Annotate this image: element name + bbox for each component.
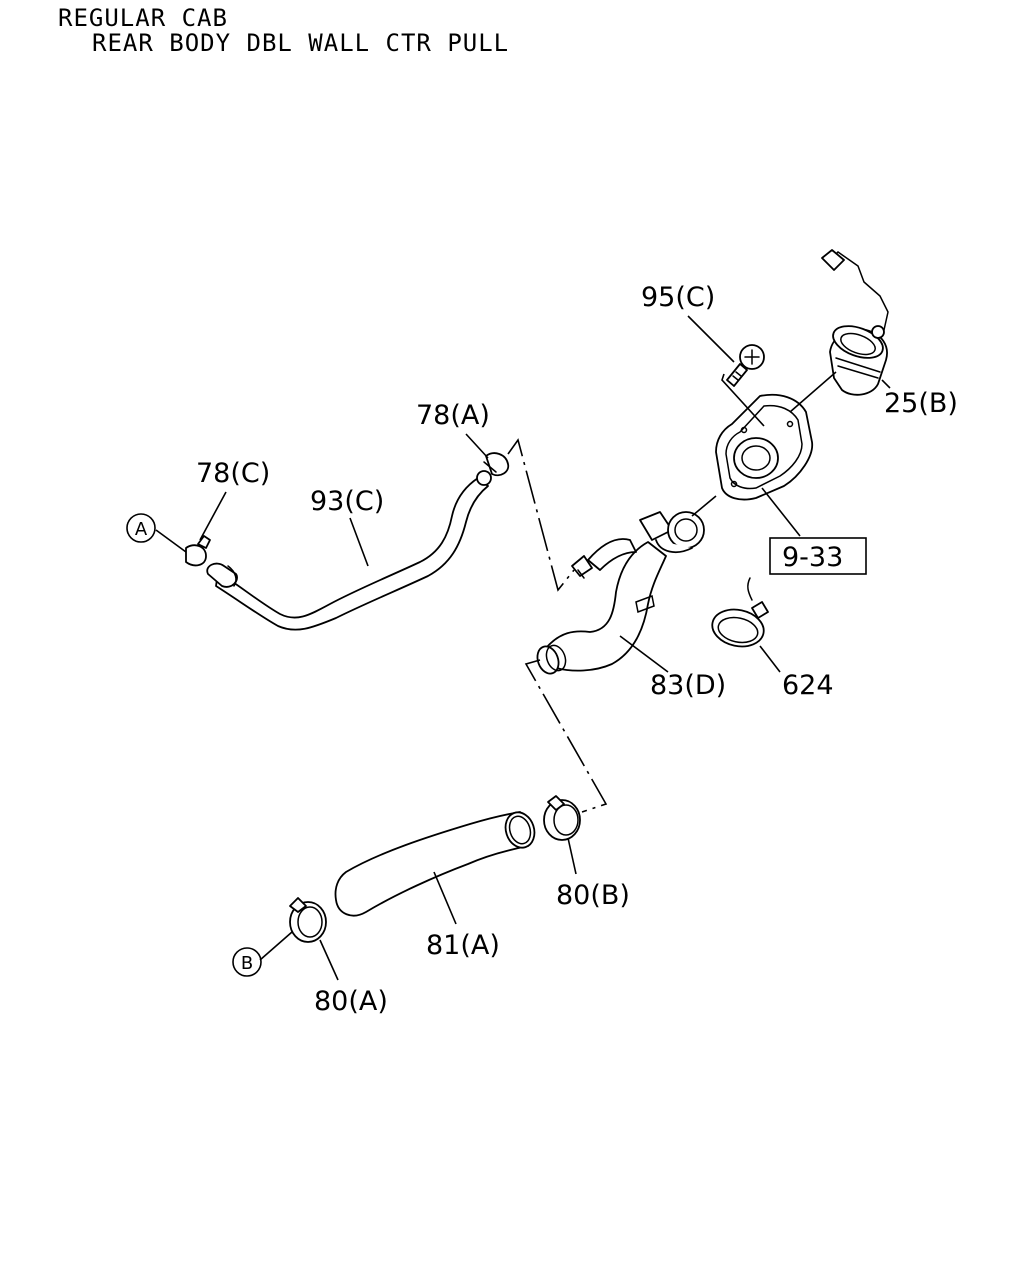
hose-81a-part [334,811,536,917]
screw-part [726,344,765,387]
callout-624: 624 [782,670,834,701]
filler-neck-hose-part [536,511,705,675]
clamp-80b-part [543,795,581,841]
diagram-title-line-1: REGULAR CAB [58,4,228,32]
filler-housing-part [715,393,813,501]
connector-a: A [126,513,156,543]
diagram-title-line-2: REAR BODY DBL WALL CTR PULL [92,29,510,57]
assembly-lines [507,438,608,813]
clip-78a-part [483,452,510,477]
callout-25b: 25(B) [884,388,958,419]
vent-pipe-part [571,538,637,579]
clamp-624-part [711,577,769,648]
connector-a-label: A [135,519,148,540]
callout-78c: 78(C) [196,458,270,489]
connector-a-circle [126,513,156,543]
callout-95c: 95(C) [641,282,715,313]
connector-b-label: B [241,953,253,974]
fuel-cap-part [821,249,889,396]
callout-933-box [769,537,867,575]
callout-80a: 80(A) [314,986,388,1017]
breather-hose-part [206,470,492,631]
callout-labels: 95(C) 25(B) 78(A) 78(C) 93(C) 9-33 83(D)… [196,282,958,1017]
leader-lines [155,315,891,981]
callout-83d: 83(D) [650,670,726,701]
callout-933: 9-33 [782,542,843,573]
connector-b: B [232,947,262,977]
callout-80b: 80(B) [556,880,630,911]
clamp-80a-part [289,897,327,943]
clip-78c-part [185,535,211,567]
connector-b-circle [232,947,262,977]
callout-93c: 93(C) [310,486,384,517]
callout-81a: 81(A) [426,930,500,961]
callout-78a: 78(A) [416,400,490,431]
